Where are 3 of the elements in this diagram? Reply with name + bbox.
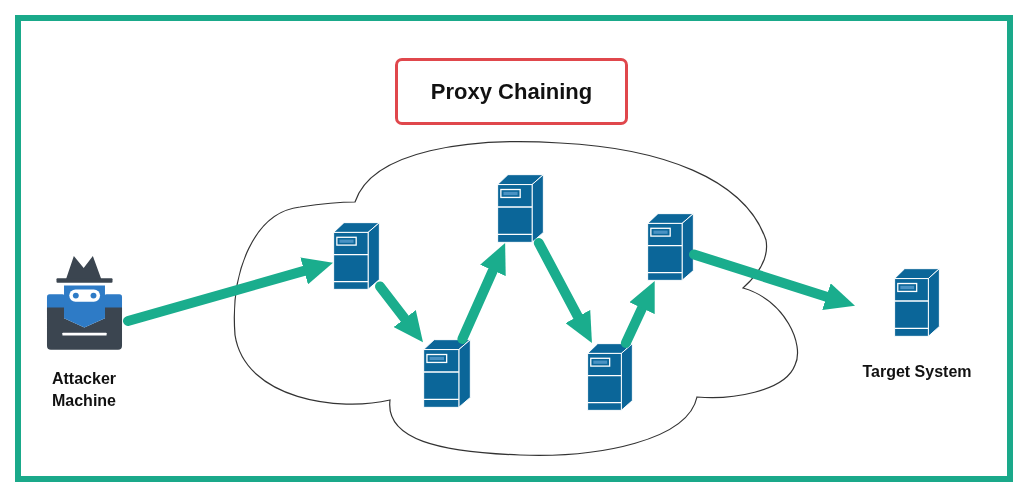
node-label: Attacker Machine — [51, 369, 117, 411]
node-label: Target System — [862, 362, 972, 382]
diagram-title: Proxy Chaining — [395, 58, 628, 125]
